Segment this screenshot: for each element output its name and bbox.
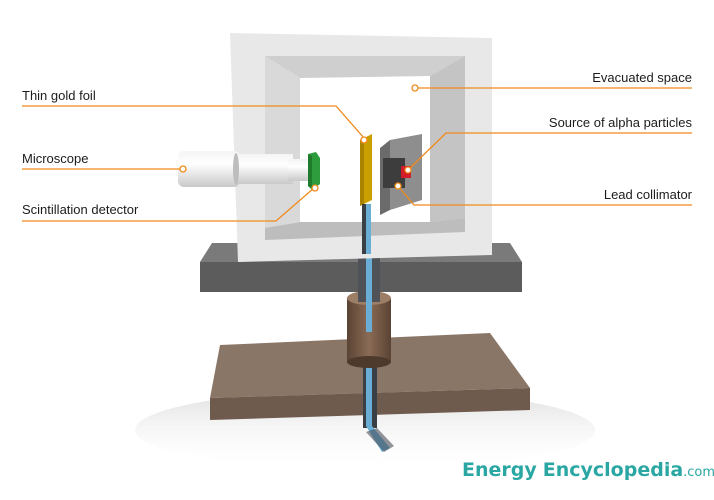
leader-lead-collimator bbox=[397, 185, 692, 206]
tube-lower bbox=[363, 360, 394, 452]
leader-lines bbox=[22, 87, 692, 222]
dot-scintillation-detector bbox=[311, 184, 319, 192]
brand-suffix: .com bbox=[683, 465, 714, 480]
dot-lead-collimator bbox=[394, 182, 402, 190]
label-lead-collimator: Lead collimator bbox=[603, 187, 692, 202]
label-microscope: Microscope bbox=[22, 151, 89, 166]
tube-inner bbox=[366, 252, 372, 332]
dot-evacuated-space bbox=[411, 84, 419, 92]
dot-microscope bbox=[179, 165, 187, 173]
leader-scintillation-detector bbox=[22, 187, 315, 222]
label-thin-gold-foil: Thin gold foil bbox=[22, 88, 96, 103]
microscope bbox=[178, 151, 312, 187]
leader-source bbox=[407, 132, 692, 171]
brand-word-encyclopedia: Encyclopedia bbox=[542, 459, 684, 481]
gold-foil bbox=[360, 134, 372, 206]
label-scintillation-detector: Scintillation detector bbox=[22, 202, 139, 217]
dot-source bbox=[404, 166, 412, 174]
scintillation-detector bbox=[308, 152, 320, 190]
brand-word-energy: Energy bbox=[462, 459, 537, 481]
leader-dots bbox=[179, 84, 419, 192]
foil-stem bbox=[365, 204, 371, 254]
label-evacuated-space: Evacuated space bbox=[592, 70, 692, 85]
dot-thin-gold-foil bbox=[360, 136, 368, 144]
leader-thin-gold-foil bbox=[22, 105, 365, 139]
label-source-of-alpha-particles: Source of alpha particles bbox=[548, 115, 692, 130]
